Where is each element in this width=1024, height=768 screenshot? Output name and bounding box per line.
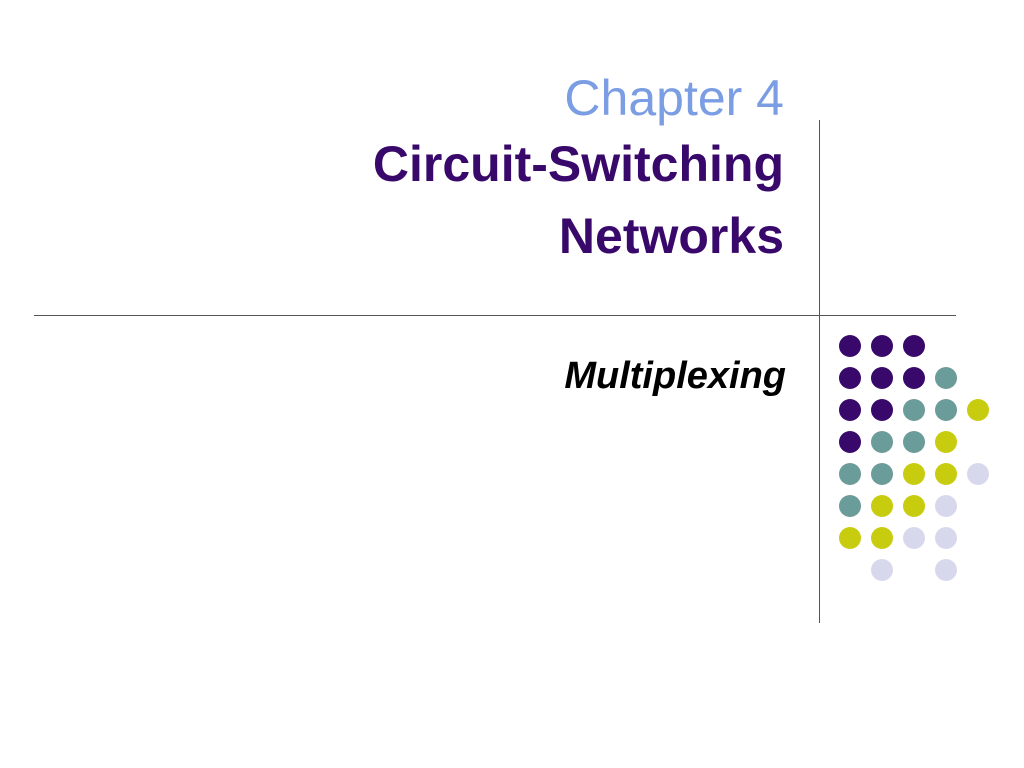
decorative-dot: [871, 527, 893, 549]
decorative-dot: [903, 527, 925, 549]
decorative-dot: [903, 431, 925, 453]
title-line-2: Networks: [558, 208, 784, 264]
title-line-1: Circuit-Switching: [372, 136, 784, 192]
decorative-dot: [935, 399, 957, 421]
decorative-dot: [967, 463, 989, 485]
horizontal-rule: [34, 315, 956, 316]
decorative-dot: [839, 527, 861, 549]
decorative-dot: [935, 495, 957, 517]
decorative-dot: [903, 399, 925, 421]
decorative-dot: [903, 495, 925, 517]
vertical-rule: [819, 120, 820, 623]
decorative-dot: [935, 463, 957, 485]
decorative-dot: [839, 335, 861, 357]
decorative-dot: [903, 335, 925, 357]
decorative-dot: [871, 431, 893, 453]
decorative-dot: [935, 431, 957, 453]
decorative-dot: [839, 399, 861, 421]
decorative-dot: [935, 559, 957, 581]
chapter-label: Chapter 4: [564, 70, 784, 126]
decorative-dot: [871, 495, 893, 517]
decorative-dot: [903, 367, 925, 389]
decorative-dot: [871, 463, 893, 485]
decorative-dot: [839, 463, 861, 485]
decorative-dot: [839, 431, 861, 453]
decorative-dot: [935, 367, 957, 389]
decorative-dot: [903, 463, 925, 485]
decorative-dot: [871, 559, 893, 581]
decorative-dot: [839, 367, 861, 389]
decorative-dot: [967, 399, 989, 421]
slide-title: Chapter 4 Circuit-Switching Networks: [84, 68, 784, 272]
slide-subtitle: Multiplexing: [564, 355, 786, 397]
decorative-dot: [871, 335, 893, 357]
decorative-dot: [871, 399, 893, 421]
decorative-dot: [839, 495, 861, 517]
decorative-dot: [935, 527, 957, 549]
decorative-dot: [871, 367, 893, 389]
